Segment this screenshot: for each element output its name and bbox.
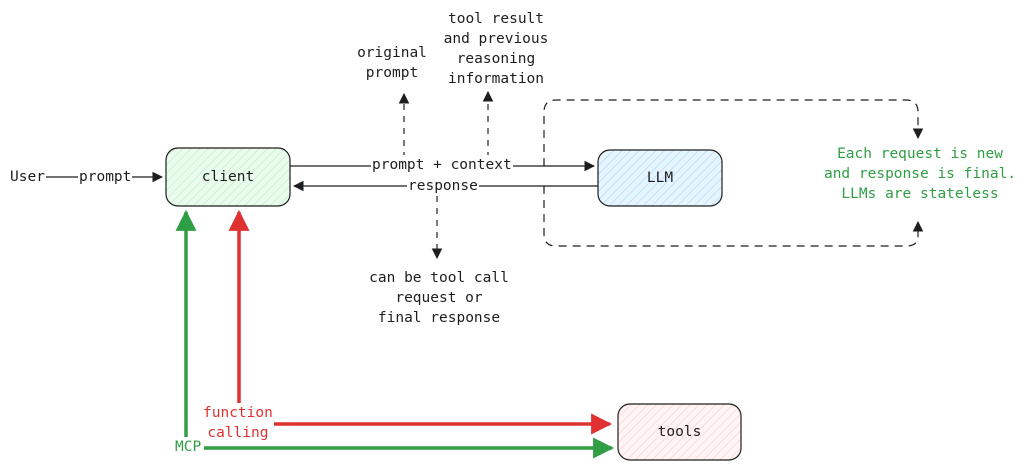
stateless-loop-dashed-arrow-bottom (543, 186, 924, 247)
prompt-context-edge-label: prompt + context (371, 155, 513, 175)
response-kind-annotation: can be tool call request or final respon… (369, 270, 509, 326)
client-label: client (201, 169, 255, 185)
tool-result-annotation: tool result and previous reasoning infor… (443, 11, 549, 87)
mcp-edge-label: MCP (174, 437, 203, 457)
llm-label: LLM (646, 170, 674, 186)
user-label: User (10, 167, 45, 187)
function-calling-edge-label: function calling (202, 403, 274, 443)
prompt-edge-label: prompt (78, 167, 133, 187)
tools-label: tools (657, 424, 702, 440)
llm-node (597, 149, 723, 207)
client-node (165, 147, 291, 207)
stateless-loop-dashed-arrow (543, 99, 924, 166)
original-prompt-annotation: original prompt (357, 45, 427, 81)
tools-node (617, 403, 742, 461)
response-edge-label: response (407, 176, 479, 196)
stateless-note: Each request is new and response is fina… (823, 146, 1017, 202)
